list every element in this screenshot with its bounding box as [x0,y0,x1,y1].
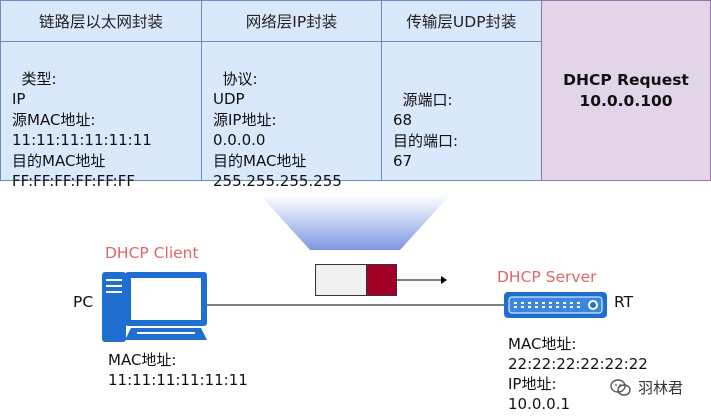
watermark-text: 羽林君 [638,379,684,397]
server-info: MAC地址: 22:22:22:22:22:22 IP地址: 10.0.0.1 [508,335,648,413]
header-link-layer: 链路层以太网封装 [0,0,202,42]
packet-icon [315,264,397,296]
server-side-label: RT [614,293,634,311]
packet-header [366,264,397,296]
network-layer-text: 协议: UDP 源IP地址: 0.0.0.0 目的MAC地址 255.255.2… [213,69,342,191]
router-icon[interactable] [503,291,608,319]
transport-layer-text: 源端口: 68 目的端口: 67 [393,90,459,171]
network-layer-fields: 协议: UDP 源IP地址: 0.0.0.0 目的MAC地址 255.255.2… [201,41,382,190]
client-side-label: PC [73,293,94,311]
client-title: DHCP Client [105,244,199,262]
server-title: DHCP Server [497,268,597,286]
transport-layer-fields: 源端口: 68 目的端口: 67 [381,41,542,181]
link-layer-fields: 类型: IP 源MAC地址: 11:11:11:11:11:11 目的MAC地址… [0,41,202,190]
pc-computer-icon[interactable] [101,270,209,344]
packet-direction-arrow-icon [397,276,447,284]
link-layer-text: 类型: IP 源MAC地址: 11:11:11:11:11:11 目的MAC地址… [12,69,152,191]
header-transport-layer: 传输层UDP封装 [381,0,542,42]
client-info: MAC地址: 11:11:11:11:11:11 [108,351,248,389]
wechat-logo-icon [610,378,631,396]
dhcp-payload-cell: DHCP Request 10.0.0.100 [541,0,711,181]
packet-body [315,264,367,296]
dhcp-payload-text: DHCP Request 10.0.0.100 [563,70,689,110]
watermark: 羽林君 [610,377,683,398]
